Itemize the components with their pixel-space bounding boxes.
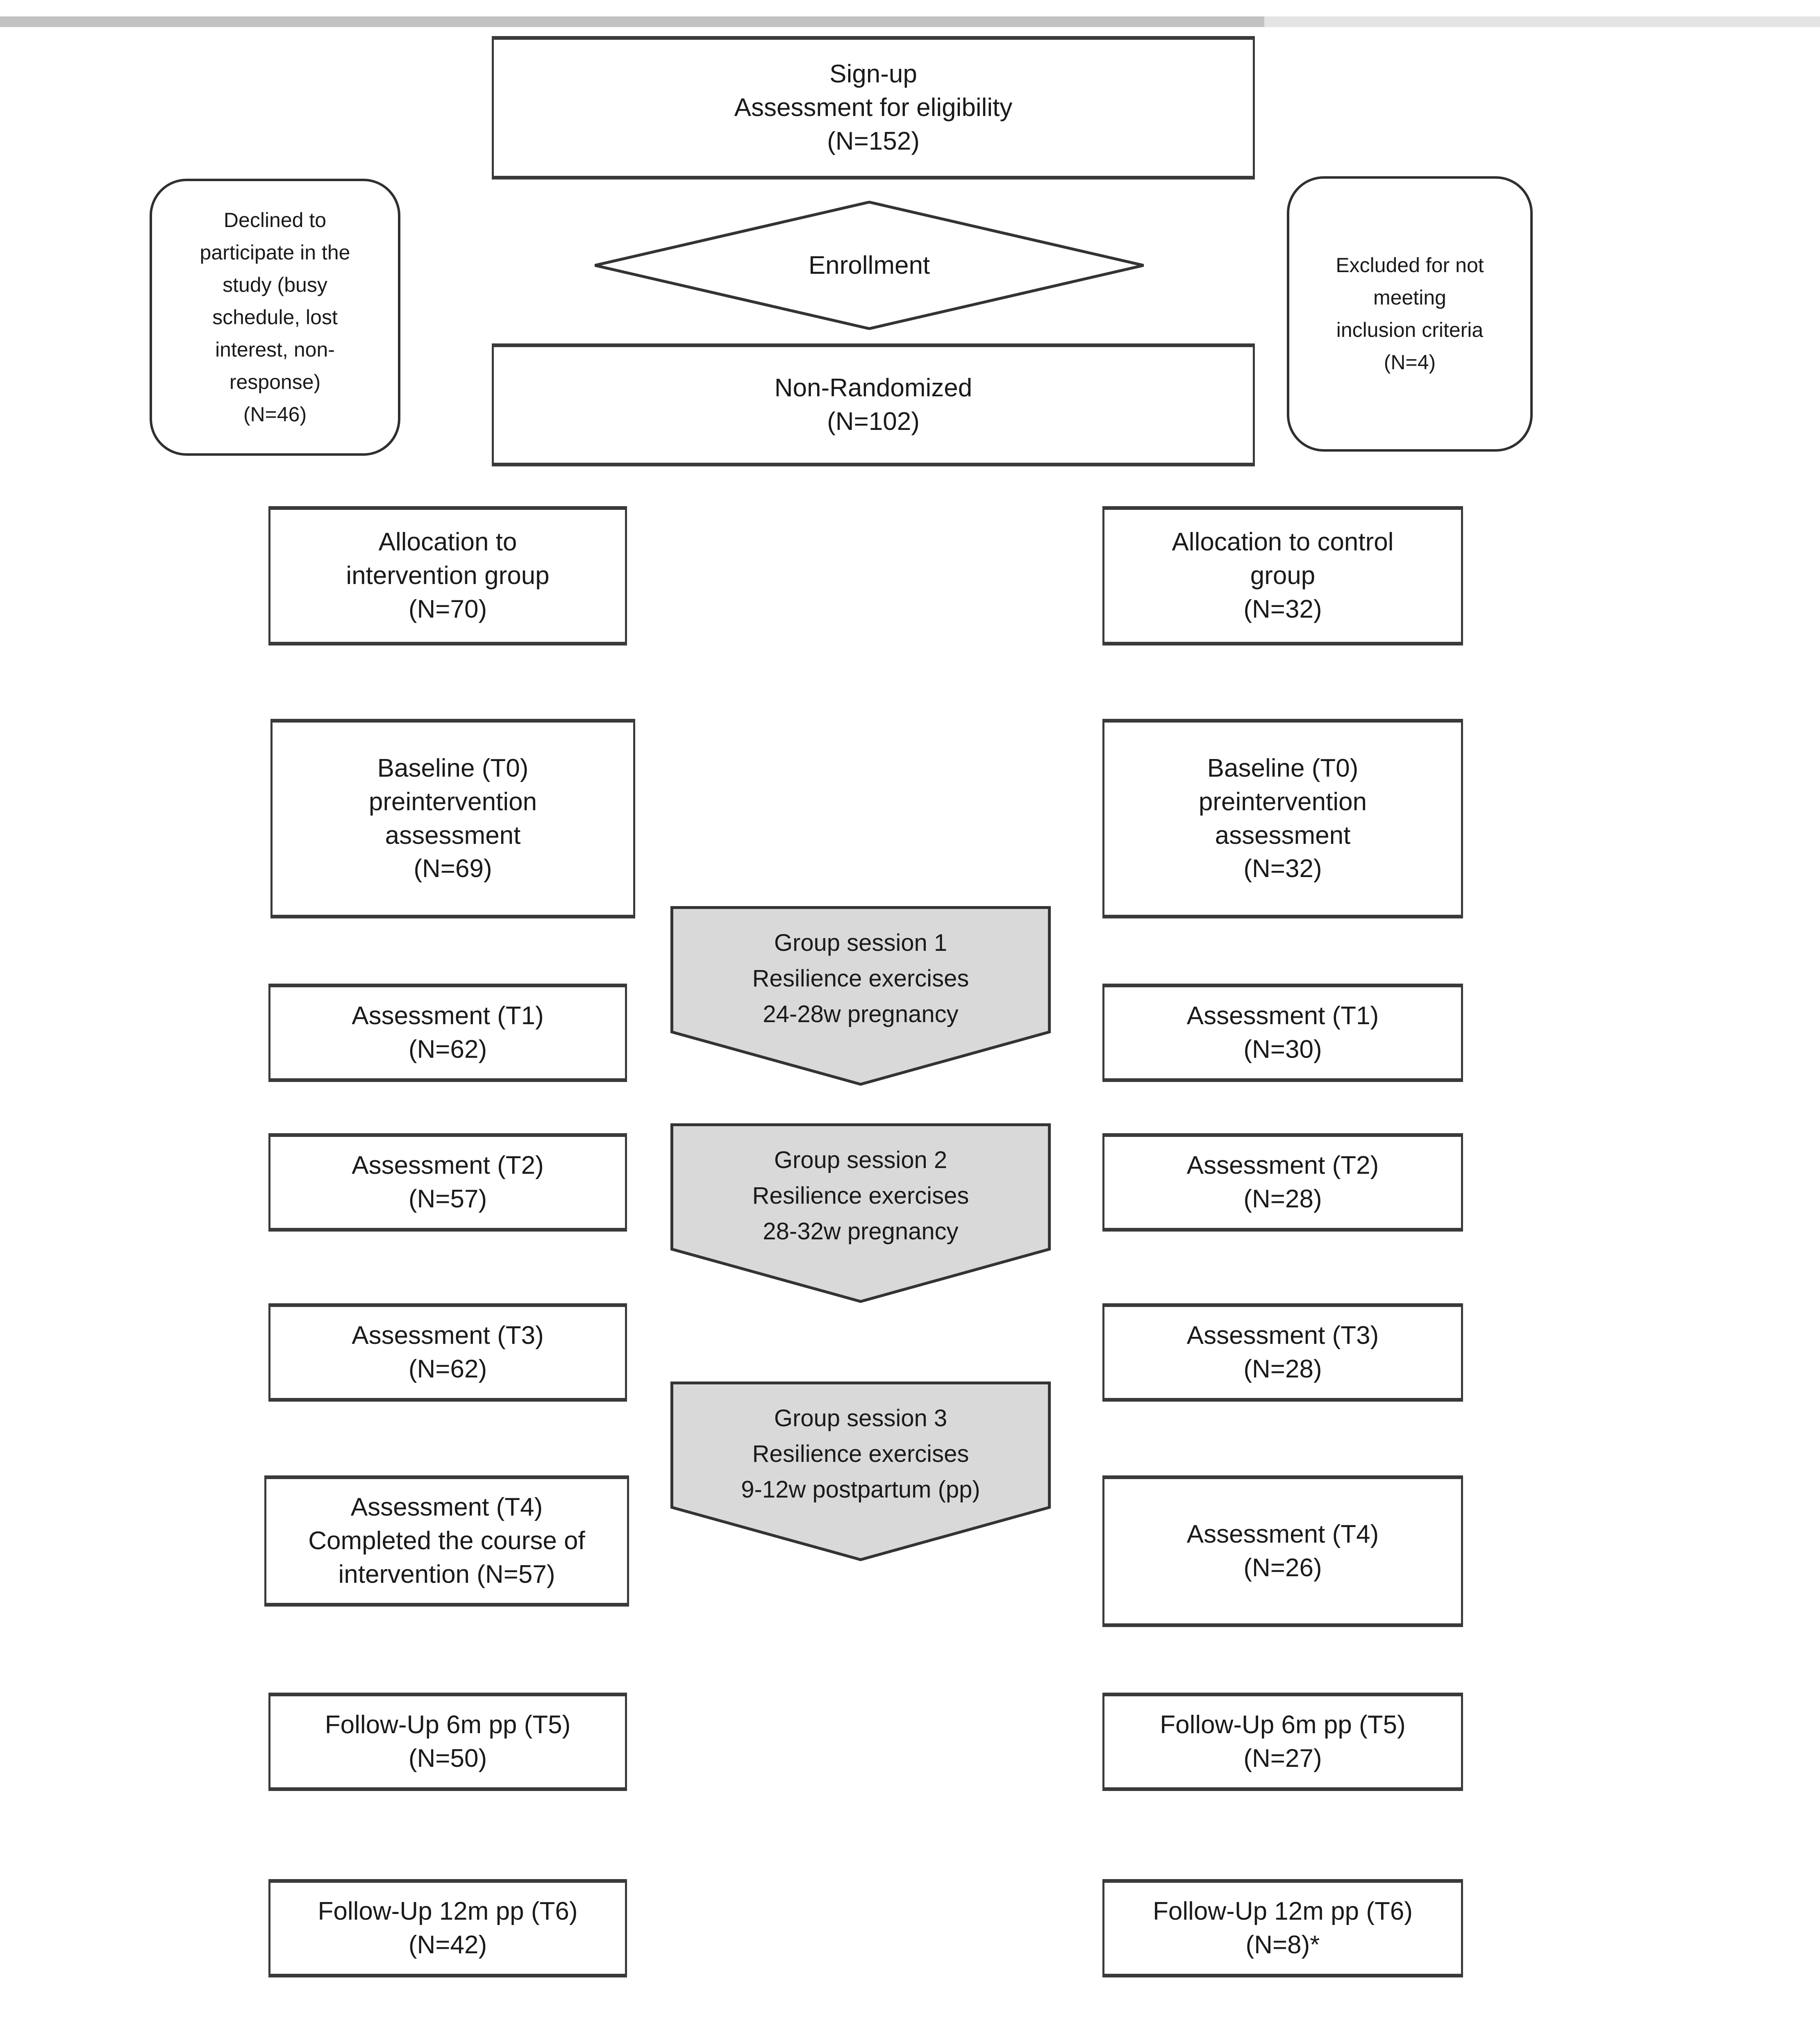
allocation-intervention-box: Allocation to intervention group (N=70) (268, 506, 627, 645)
baseline-control-box: Baseline (T0) preintervention assessment… (1102, 719, 1463, 918)
assessment-t4-control-text: Assessment (T4) (N=26) (1186, 1520, 1379, 1582)
declined-text: Declined to participate in the study (bu… (200, 208, 350, 426)
followup-12m-intervention-text: Follow-Up 12m pp (T6) (N=42) (318, 1897, 578, 1959)
assessment-t2-intervention-text: Assessment (T2) (N=57) (352, 1151, 544, 1213)
enrollment-text: Enrollment (808, 251, 930, 280)
assessment-t1-control-box: Assessment (T1) (N=30) (1102, 984, 1463, 1082)
baseline-intervention-box: Baseline (T0) preintervention assessment… (270, 719, 635, 918)
assessment-t2-intervention-box: Assessment (T2) (N=57) (268, 1133, 627, 1232)
assessment-t1-intervention-text: Assessment (T1) (N=62) (352, 1002, 544, 1064)
allocation-intervention-text: Allocation to intervention group (N=70) (346, 528, 550, 623)
assessment-t2-control-text: Assessment (T2) (N=28) (1186, 1151, 1379, 1213)
assessment-t1-control-text: Assessment (T1) (N=30) (1186, 1002, 1379, 1064)
allocation-control-text: Allocation to control group (N=32) (1172, 528, 1394, 623)
followup-6m-control-text: Follow-Up 6m pp (T5) (N=27) (1160, 1711, 1406, 1773)
assessment-t3-intervention-text: Assessment (T3) (N=62) (352, 1321, 544, 1383)
followup-12m-intervention-box: Follow-Up 12m pp (T6) (N=42) (268, 1879, 627, 1977)
allocation-control-box: Allocation to control group (N=32) (1102, 506, 1463, 645)
signup-text: Sign-up Assessment for eligibility (N=15… (734, 60, 1013, 155)
assessment-t3-intervention-box: Assessment (T3) (N=62) (268, 1303, 627, 1402)
non-randomized-box: Non-Randomized (N=102) (492, 343, 1255, 466)
assessment-t3-control-text: Assessment (T3) (N=28) (1186, 1321, 1379, 1383)
group-session-2-text: Group session 2 Resilience exercises 28-… (752, 1147, 969, 1245)
baseline-intervention-text: Baseline (T0) preintervention assessment… (368, 754, 537, 883)
assessment-t4-intervention-text: Assessment (T4) Completed the course of … (308, 1493, 585, 1589)
signup-box: Sign-up Assessment for eligibility (N=15… (492, 36, 1255, 180)
assessment-t4-intervention-box: Assessment (T4) Completed the course of … (264, 1475, 629, 1607)
followup-6m-control-box: Follow-Up 6m pp (T5) (N=27) (1102, 1693, 1463, 1791)
followup-12m-control-text: Follow-Up 12m pp (T6) (N=8)* (1153, 1897, 1413, 1959)
followup-12m-control-box: Follow-Up 12m pp (T6) (N=8)* (1102, 1879, 1463, 1977)
top-gray-bar-right (1264, 16, 1820, 27)
group-session-1-banner: Group session 1 Resilience exercises 24-… (668, 906, 1053, 1086)
assessment-t1-intervention-box: Assessment (T1) (N=62) (268, 984, 627, 1082)
group-session-2-banner: Group session 2 Resilience exercises 28-… (668, 1123, 1053, 1303)
baseline-control-text: Baseline (T0) preintervention assessment… (1198, 754, 1367, 883)
group-session-3-text: Group session 3 Resilience exercises 9-1… (741, 1405, 980, 1503)
banner-shape (668, 1381, 1053, 1561)
assessment-t3-control-box: Assessment (T3) (N=28) (1102, 1303, 1463, 1402)
group-session-1-text: Group session 1 Resilience exercises 24-… (752, 930, 969, 1028)
group-session-3-banner: Group session 3 Resilience exercises 9-1… (668, 1381, 1053, 1561)
excluded-box: Excluded for not meeting inclusion crite… (1287, 176, 1533, 452)
banner-shape (668, 1123, 1053, 1303)
top-gray-bar-left (0, 16, 1264, 27)
diamond-shape (589, 201, 1149, 330)
non-randomized-text: Non-Randomized (N=102) (774, 374, 972, 436)
assessment-t4-control-box: Assessment (T4) (N=26) (1102, 1475, 1463, 1627)
excluded-text: Excluded for not meeting inclusion crite… (1336, 254, 1484, 374)
assessment-t2-control-box: Assessment (T2) (N=28) (1102, 1133, 1463, 1232)
enrollment-diamond: Enrollment (589, 201, 1149, 330)
banner-shape (668, 906, 1053, 1086)
followup-6m-intervention-text: Follow-Up 6m pp (T5) (N=50) (325, 1711, 571, 1773)
followup-6m-intervention-box: Follow-Up 6m pp (T5) (N=50) (268, 1693, 627, 1791)
declined-box: Declined to participate in the study (bu… (150, 179, 400, 456)
